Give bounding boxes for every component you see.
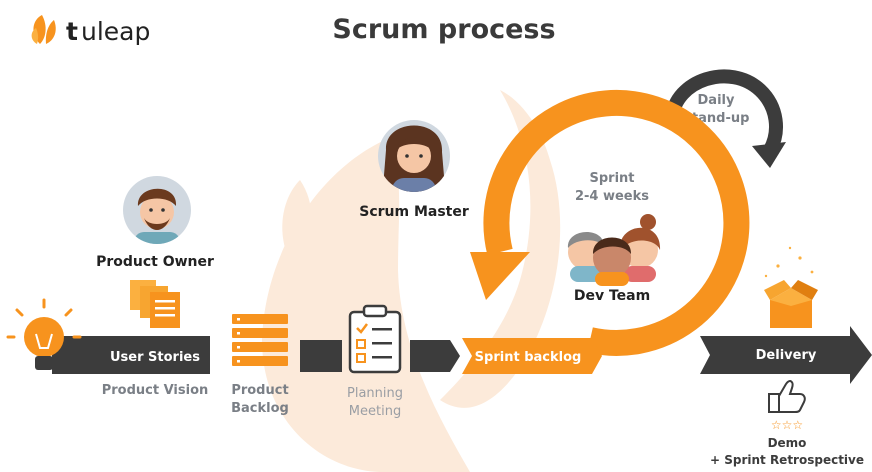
standup-arrow-icon (665, 69, 786, 168)
user-stories-label: User Stories (110, 350, 200, 365)
sprint-label-line2: 2-4 weeks (575, 189, 649, 204)
gift-box-icon (764, 246, 818, 328)
standup-label-line1: Daily (698, 93, 735, 108)
planning-meeting-label-line2: Meeting (349, 404, 401, 419)
product-owner-avatar (123, 176, 191, 244)
tuleap-logo-icon (31, 15, 56, 44)
planning-meeting-label-line1: Planning (347, 386, 403, 401)
dev-team-avatars (567, 214, 661, 286)
demo-label: Demo (768, 436, 807, 450)
tuleap-logo[interactable]: t uleap (31, 15, 151, 46)
logo-text: uleap (81, 17, 150, 46)
rating-stars: ☆☆☆ (771, 418, 803, 432)
scrum-master-label: Scrum Master (359, 204, 469, 220)
sprint-cycle-arrow-icon (470, 89, 750, 356)
delivery-label: Delivery (756, 348, 817, 363)
product-vision-label: Product Vision (102, 383, 209, 398)
page-title: Scrum process (332, 14, 555, 45)
clipboard-checklist-icon (348, 304, 402, 374)
lightbulb-icon (6, 298, 82, 370)
logo-text-bold: t (66, 17, 78, 46)
product-owner-label: Product Owner (96, 254, 214, 270)
backlog-list-icon (232, 314, 288, 366)
product-backlog-label-line1: Product (231, 383, 288, 398)
sprint-backlog-label: Sprint backlog (475, 350, 582, 365)
documents-icon (130, 280, 180, 328)
scrum-master-avatar (378, 120, 450, 192)
flow-bar (52, 326, 872, 384)
dev-team-label: Dev Team (574, 288, 650, 304)
thumbs-up-icon (768, 380, 806, 413)
product-backlog-label-line2: Backlog (231, 401, 289, 416)
sprint-label-line1: Sprint (589, 171, 634, 186)
sprint-retrospective-label: + Sprint Retrospective (710, 453, 864, 467)
